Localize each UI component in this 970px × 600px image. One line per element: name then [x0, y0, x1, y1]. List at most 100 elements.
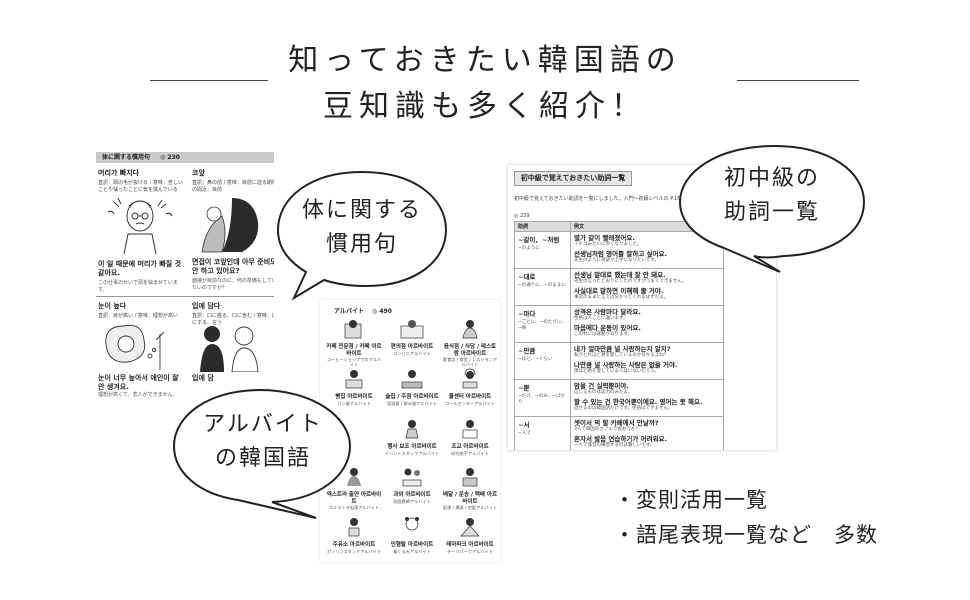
- restaurant-icon: [462, 320, 478, 339]
- page-title: 初中級で覚えておきたい助詞一覧: [514, 171, 632, 186]
- example-jp: 性格は人ごとに違います。: [574, 316, 628, 321]
- idiom-jp: 直訳：鼻の前 / 意味：目前に迫る期限の間近、目前: [192, 180, 274, 193]
- bakery-icon: [345, 370, 363, 389]
- idiom-jp: 直訳：頭の毛が抜ける / 意味：苦しいことや悩ったことに気を揉んでいる: [98, 180, 183, 193]
- bubble-line-1: 体に関する: [301, 198, 422, 223]
- example-sentence-kr: 면접이 코앞인데 아무 준비도 안 하고 있어요?: [192, 258, 274, 275]
- speech-bubble-arbeit: アルバイト の韓国語: [168, 384, 358, 522]
- job-item: 과외 아르바이트 家庭教師アルバイト: [384, 466, 440, 504]
- job-kr: 술집 / 주점 아르바이트: [385, 394, 439, 400]
- page-intro: 初中級で覚えておきたい助詞を一覧にしました。入門〜初級レベルの P.166にまと…: [514, 196, 729, 202]
- feature-list: ・変則活用一覧 ・語尾表現一覧など 多数: [614, 483, 878, 553]
- example-cell: 내가 얼마만큼 널 사랑하는지 알지? 私がどれほど君を愛しているのか分かるよね…: [570, 342, 724, 380]
- headline-rule-right: [737, 80, 859, 81]
- job-jp: コーヒーショップでのアルバイト: [326, 357, 382, 367]
- particle-meaning: ~の通りに、~のままに: [518, 283, 566, 288]
- job-jp: パン屋アルバイト: [337, 400, 371, 406]
- job-kr: 조교 아르바이트: [451, 444, 489, 450]
- table-row: ~마다~ごとに、~のたびに、~毎 성격은 사람마다 달라요. 性格は人ごとに違い…: [514, 305, 724, 343]
- particle-term: ~뿐: [518, 384, 530, 392]
- example-kr: 선생님 말대로 했는데 잘 안 돼요.: [574, 271, 666, 279]
- example-cell: 맘을 건 실력뿐이야. 信じるものは実力のみだよ。 할 수 있는 건 한국어뿐이…: [570, 379, 724, 417]
- example-sentence-jp: この仕事のせいで頭を悩ませています。: [98, 280, 178, 293]
- particles-table: 助詞 例文 ~같이、~처럼~のように 별가 같이 빨래졌어요. イチゴみたいに赤…: [514, 221, 724, 450]
- idiom-kr: 눈이 높다: [98, 302, 127, 310]
- job-item: 술집 / 주점 아르바이트 居酒屋 / 飲み屋アルバイト: [384, 368, 440, 406]
- example-jp: 話せるのは韓国語だけです。英語はできません。: [574, 406, 673, 411]
- example-cell: 셋이서 먹 할 카페에서 만날까? 3人で韓国のカフェで会おうか？ 혼자서 발음…: [570, 416, 724, 450]
- bubble-shape: [276, 170, 448, 301]
- example-kr: 사실대로 말하면 이해해 줄 거야.: [574, 287, 664, 295]
- idiom-entry: 입에 담다 直訳：口に盛る、口に含む / 意味：口にする、言う: [192, 301, 274, 326]
- idiom-kr: 머리가 빠지다: [98, 169, 140, 177]
- job-item: 행사 보조 아르바이트 イベントスタッフアルバイト: [384, 418, 440, 456]
- bubble-line-2: 慣用句: [325, 232, 398, 257]
- example-jp: 信じるものは実力のみだよ。: [574, 390, 633, 395]
- speech-bubble-body-idioms: 体に関する 慣用句: [272, 164, 452, 304]
- example-kr: 할 수 있는 건 한국어뿐이에요. 영어는 못 해요.: [574, 398, 703, 406]
- idiom-entry: 눈이 높다 直訳：目が高い / 意味：理想が高い: [98, 301, 184, 319]
- example-jp: 一人で発音の練習するのは難しいです。: [574, 443, 655, 448]
- job-kr: 과외 아르바이트: [393, 492, 431, 498]
- job-item: 엑스트라 출연 아르바이트 エキストラ出演アルバイト: [326, 466, 382, 510]
- speech-bubble-particles: 初中級の 助詞一覧: [674, 140, 870, 274]
- particle-meaning: ~だけ、~のみ、~ばかり: [518, 394, 566, 405]
- bubble-line-2: の韓国語: [214, 446, 311, 471]
- gas-station-icon: [348, 518, 360, 537]
- job-item: 주유소 아르바이트 ガソリンスタンドアルバイト: [326, 516, 382, 554]
- cafe-icon: [344, 320, 362, 339]
- divider: [96, 296, 274, 297]
- job-jp: 着ぐるみアルバイト: [393, 548, 431, 554]
- job-item: 인형탈 아르바이트 着ぐるみアルバイト: [384, 516, 440, 554]
- section-badge: ◎ 490: [372, 308, 392, 315]
- bubble-line-1: 初中級の: [723, 166, 820, 191]
- example-kr: 선생님처럼 영어를 잘하고 싶어요.: [574, 250, 667, 258]
- particle-term: ~대로: [518, 273, 536, 281]
- particle-term: ~같이、~처럼: [518, 236, 560, 244]
- particle-cell: ~마다~ごとに、~のたびに、~毎: [514, 305, 571, 343]
- extra-actor-icon: [347, 468, 361, 486]
- particle-cell: ~만큼~ほど、~くらい: [514, 342, 571, 380]
- job-jp: 配達 / 運送 / 宅配アルバイト: [442, 505, 498, 510]
- example-sentence-jp: 面接が目前なのに、何の準備もしていないのですか？: [192, 278, 274, 291]
- bubble-line-1: アルバイト: [203, 412, 323, 437]
- example-kr: 내가 얼마만큼 널 사랑하는지 알지?: [574, 345, 671, 353]
- idiom-entry: 머리가 빠지다 直訳：頭の毛が抜ける / 意味：苦しいことや悩ったことに気を揉ん…: [98, 168, 184, 193]
- idiom-jp: 直訳：目が高い / 意味：理想が高い: [98, 313, 178, 319]
- idiom-kr: 코앞: [192, 169, 205, 177]
- job-jp: コンビニアルバイト: [393, 350, 431, 356]
- example-cell: 별가 같이 빨래졌어요. イチゴみたいに赤くなりました。 선생님처럼 영어를 잘…: [570, 231, 724, 269]
- example-jp: 事実のままに言えば分かってくれるはずだよ。: [574, 295, 669, 300]
- job-jp: テーマパークアルバイト: [446, 548, 494, 554]
- job-jp: 家庭教師アルバイト: [393, 498, 431, 504]
- costume-icon: [405, 517, 419, 531]
- silhouette-illustration: [192, 192, 272, 256]
- job-kr: 주유소 아르바이트: [332, 542, 376, 548]
- example-jp: イチゴみたいに赤くなりました。: [574, 242, 642, 247]
- bar-icon: [401, 370, 423, 389]
- couple-illustration: [200, 326, 259, 372]
- idiom-entry: 코앞 直訳：鼻の前 / 意味：目前に迫る期限の間近、目前: [192, 168, 274, 193]
- section-header: アルバイト ◎ 490: [320, 300, 500, 315]
- particle-meaning: ~人で: [518, 431, 531, 436]
- particle-meaning: ~ごとに、~のたびに、~毎: [518, 320, 566, 331]
- particle-meaning: ~ほど、~くらい: [518, 357, 553, 362]
- table-row: ~대로 ~の通りに、~のままに 선생님 말대로 했는데 잘 안 돼요. 先生の言っ…: [514, 268, 724, 306]
- page-particles: 初中級で覚えておきたい助詞一覧 初中級で覚えておきたい助詞を一覧にしました。入門…: [508, 165, 776, 450]
- job-kr: 빵집 아르바이트: [335, 394, 373, 400]
- job-kr: 콜센터 아르바이트: [448, 394, 492, 400]
- particle-meaning: ~のように: [518, 246, 540, 251]
- example-sentence-jp: 理想が高くて、恋人ができません。: [98, 392, 178, 398]
- page-arbeit: アルバイト ◎ 490 카페 전문점 / 카페 아르바이트 コーヒーショップでの…: [320, 300, 500, 562]
- job-item: 음식점 / 식당 / 레스토랑 아르바이트 飲食店 / 食堂 / レストランアル…: [442, 318, 498, 367]
- particle-term: ~서: [518, 421, 530, 429]
- job-jp: イベントスタッフアルバイト: [384, 450, 440, 456]
- tutor-icon: [402, 468, 422, 487]
- example-jp: 先生の言ったとおりにしたのですがうまくできません。: [574, 279, 687, 284]
- job-item: 콜센터 아르바이트 コールセンターアルバイト: [442, 368, 498, 406]
- page-link: ◎ 239: [514, 213, 530, 219]
- example-kr: 별가 같이 빨래졌어요.: [574, 234, 635, 242]
- example-cell: 선생님 말대로 했는데 잘 안 돼요. 先生の言ったとおりにしたのですがうまくで…: [570, 268, 724, 306]
- example-kr: 혼자서 발음 연습하기가 어려워요.: [574, 435, 667, 443]
- job-kr: 인형탈 아르바이트: [390, 542, 434, 548]
